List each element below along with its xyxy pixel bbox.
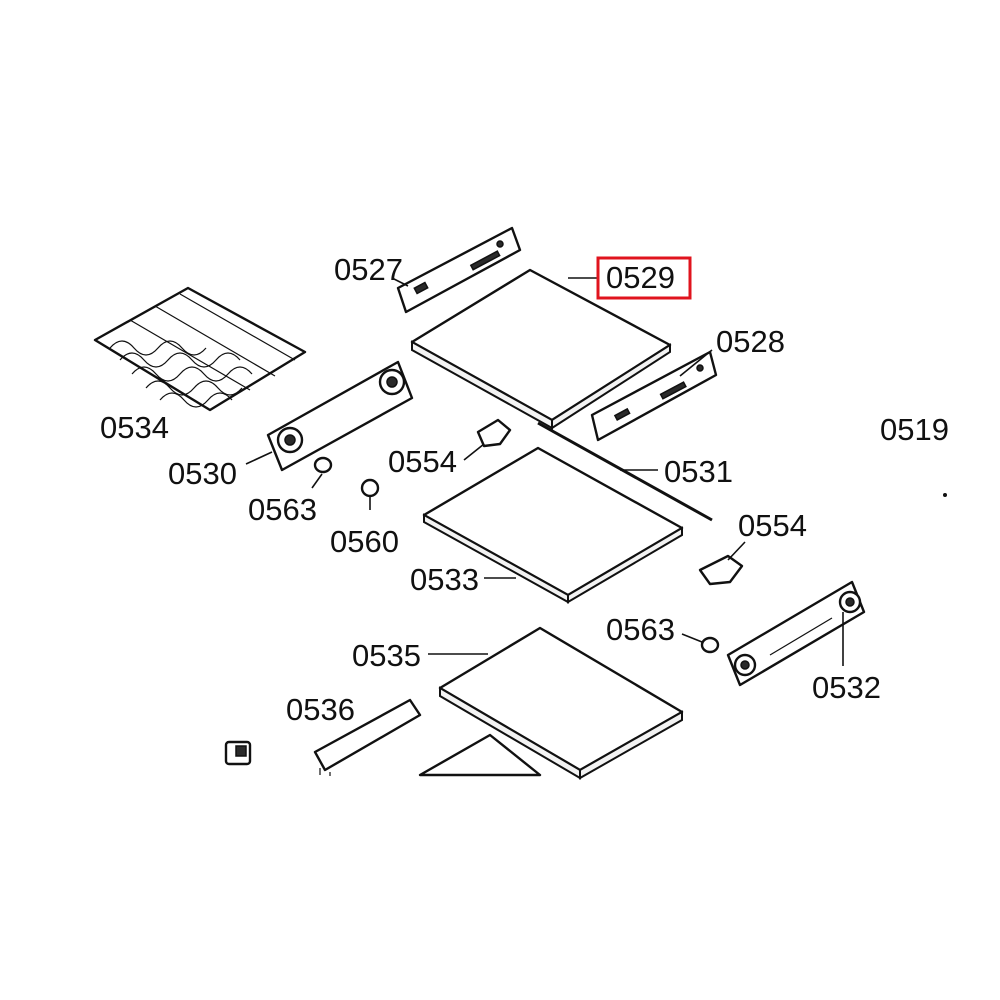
part-small-clip[interactable] — [224, 740, 252, 766]
callout-0563-lower[interactable]: 0563 — [606, 612, 675, 647]
callout-0519[interactable]: 0519 — [880, 412, 949, 447]
part-0531-rod[interactable] — [537, 421, 713, 522]
part-0529-glass-shelf-top[interactable] — [410, 268, 672, 430]
drawer-fragment — [418, 733, 542, 777]
callout-0531[interactable]: 0531 — [664, 454, 733, 489]
callout-0533[interactable]: 0533 — [410, 562, 479, 597]
part-0554-clip-lower[interactable] — [698, 554, 744, 586]
part-0532-shelf-bracket-right[interactable] — [726, 580, 866, 687]
callout-0563-upper[interactable]: 0563 — [248, 492, 317, 527]
callout-0527[interactable]: 0527 — [334, 252, 403, 287]
callout-0530[interactable]: 0530 — [168, 456, 237, 491]
part-0536-drawer-rail[interactable] — [313, 698, 422, 776]
part-0530-shelf-bracket-left[interactable] — [266, 360, 414, 472]
callout-0534[interactable]: 0534 — [100, 410, 169, 445]
part-0528-shelf-rail-right[interactable] — [590, 350, 718, 442]
highlight-box-0529 — [596, 256, 692, 300]
callout-0529[interactable]: 0529 — [606, 260, 675, 295]
callout-0554-lower[interactable]: 0554 — [738, 508, 807, 543]
part-0519-fragment — [943, 493, 947, 497]
callout-0554-upper[interactable]: 0554 — [388, 444, 457, 479]
part-0563-washer-lower[interactable] — [700, 636, 720, 654]
part-0563-washer-upper[interactable] — [313, 456, 333, 474]
callout-0560[interactable]: 0560 — [330, 524, 399, 559]
callout-0528[interactable]: 0528 — [716, 324, 785, 359]
part-0560-bushing[interactable] — [360, 478, 380, 498]
part-0554-clip-upper[interactable] — [476, 418, 512, 448]
part-0535-glass-shelf-lower[interactable] — [438, 626, 684, 780]
leader-lines — [245, 277, 844, 666]
callout-0536[interactable]: 0536 — [286, 692, 355, 727]
part-0534-wine-rack[interactable] — [93, 286, 307, 412]
callout-0532[interactable]: 0532 — [812, 670, 881, 705]
part-0533-glass-shelf-middle[interactable] — [422, 446, 684, 604]
part-0527-shelf-rail-left[interactable] — [396, 226, 522, 314]
callout-0535[interactable]: 0535 — [352, 638, 421, 673]
